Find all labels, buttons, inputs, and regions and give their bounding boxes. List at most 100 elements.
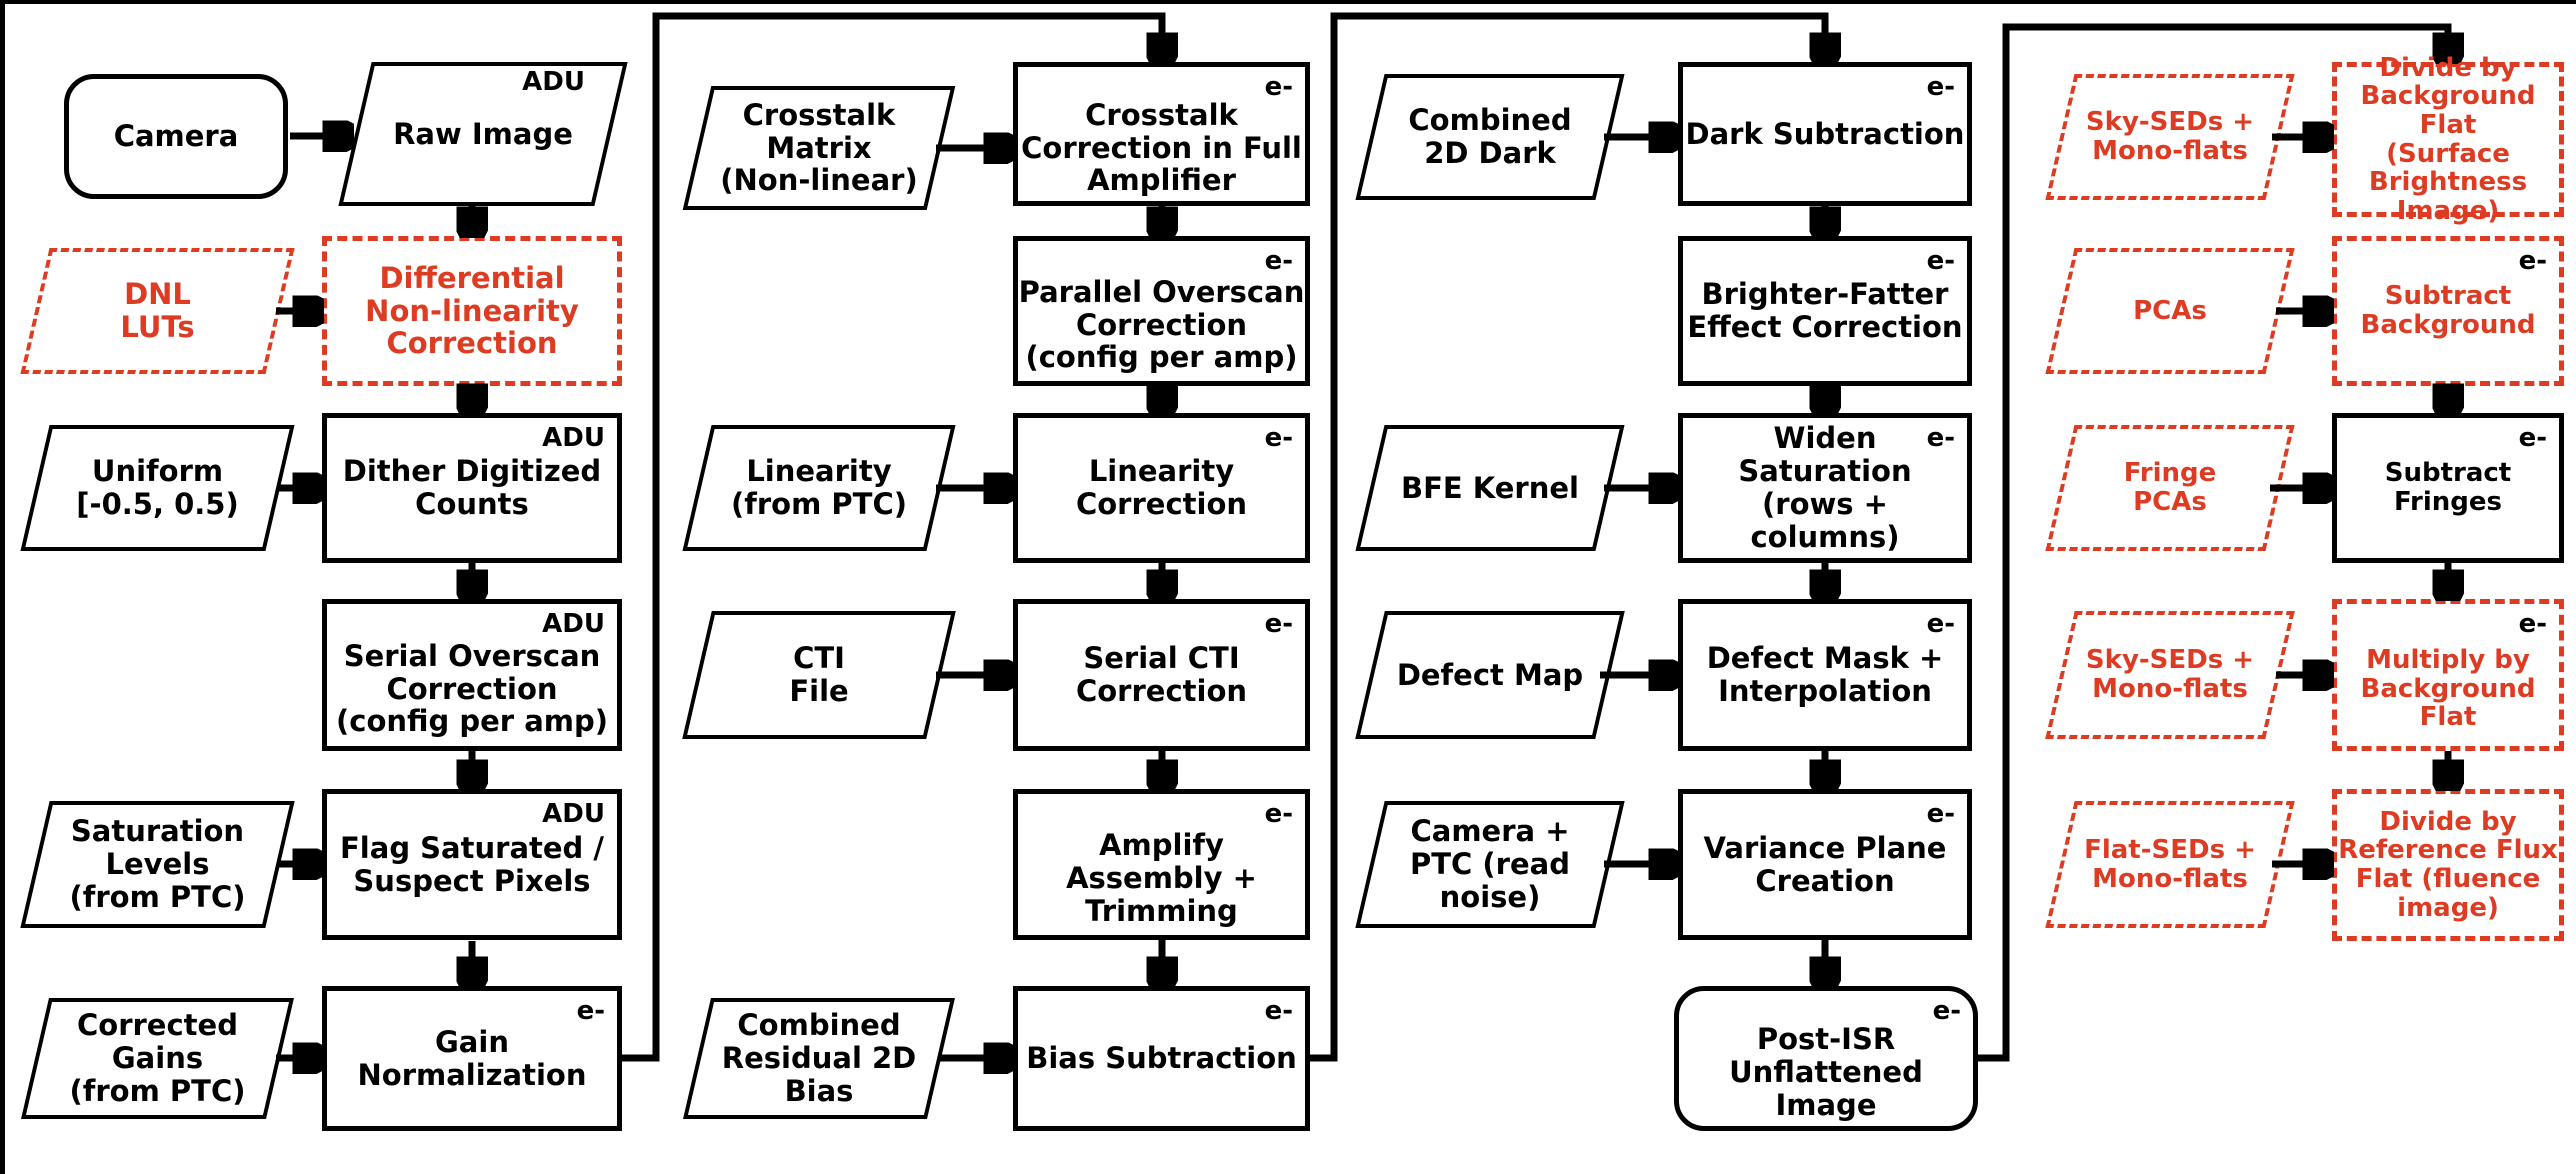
node-label: Widen Saturation (rows + columns) — [1738, 421, 1912, 554]
node-saturation-levels: Saturation Levels (from PTC) — [15, 801, 300, 928]
node-label: Dark Subtraction — [1685, 116, 1965, 151]
node-label: Raw Image — [393, 116, 573, 151]
node-crosstalk-matrix: Crosstalk Matrix (Non-linear) — [677, 86, 961, 210]
node-label: Saturation Levels (from PTC) — [69, 814, 246, 914]
node-label: Gain Normalization — [357, 1024, 587, 1092]
node-label: Serial Overscan Correction (config per a… — [336, 638, 608, 739]
node-flag-saturated-suspect-pixels: ADU Flag Saturated / Suspect Pixels — [322, 789, 622, 940]
node-label: Flag Saturated / Suspect Pixels — [340, 830, 604, 898]
node-multiply-by-background-flat: e- Multiply by Background Flat — [2332, 599, 2564, 751]
node-sky-seds-mono-flats-1: Sky-SEDs + Mono-flats — [2040, 74, 2300, 200]
node-dnl-luts: DNL LUTs — [15, 248, 300, 374]
node-defect-mask-interpolation: e- Defect Mask + Interpolation — [1678, 599, 1972, 751]
node-cti-file: CTI File — [677, 611, 961, 739]
unit-badge-electron: e- — [1264, 423, 1293, 453]
node-label: Flat-SEDs + Mono-flats — [2084, 834, 2256, 894]
node-label: CTI File — [789, 641, 849, 708]
screenshot-top-edge — [0, 0, 2576, 4]
unit-badge-adu: ADU — [542, 423, 605, 453]
node-sky-seds-mono-flats-2: Sky-SEDs + Mono-flats — [2040, 611, 2300, 739]
unit-badge-electron: e- — [2518, 609, 2547, 639]
node-label: PCAs — [2133, 295, 2207, 326]
node-label: Multiply by Background Flat — [2360, 645, 2536, 733]
node-label: Uniform [-0.5, 0.5) — [76, 454, 239, 521]
node-label: Subtract Background — [2360, 281, 2536, 340]
node-flat-seds-mono-flats: Flat-SEDs + Mono-flats — [2040, 801, 2300, 928]
node-linearity-input: Linearity (from PTC) — [677, 425, 961, 551]
unit-badge-electron: e- — [1926, 799, 1955, 829]
node-amplify-assembly-trimming: e- Amplify Assembly + Trimming — [1013, 789, 1310, 940]
node-combined-2d-dark: Combined 2D Dark — [1350, 74, 1630, 200]
node-label: Corrected Gains (from PTC) — [69, 1008, 246, 1108]
node-serial-overscan-correction: ADU Serial Overscan Correction (config p… — [322, 599, 622, 751]
node-subtract-background: e- Subtract Background — [2332, 236, 2564, 386]
node-label: Variance Plane Creation — [1703, 830, 1947, 898]
node-label: Crosstalk Correction in Full Amplifier — [1021, 97, 1302, 198]
node-divide-by-reference-flux-flat: Divide by Reference Flux Flat (fluence i… — [2332, 789, 2564, 941]
node-linearity-correction: e- Linearity Correction — [1013, 413, 1310, 563]
node-bfe-kernel: BFE Kernel — [1350, 425, 1630, 551]
node-label: BFE Kernel — [1400, 470, 1579, 505]
node-label: Fringe PCAs — [2123, 458, 2217, 517]
node-label: Camera — [113, 119, 239, 154]
node-label: Serial CTI Correction — [1075, 641, 1248, 708]
node-differential-nonlinearity-correction: Differential Non-linearity Correction — [322, 236, 622, 386]
node-crosstalk-correction: e- Crosstalk Correction in Full Amplifie… — [1013, 62, 1310, 206]
node-combined-residual-2d-bias: Combined Residual 2D Bias — [677, 998, 961, 1119]
unit-badge-electron: e- — [2518, 423, 2547, 453]
unit-badge-electron: e- — [1264, 996, 1293, 1026]
node-fringe-pcas: Fringe PCAs — [2040, 425, 2300, 551]
node-dither-digitized-counts: ADU Dither Digitized Counts — [322, 413, 622, 563]
node-divide-by-background-flat: Divide by Background Flat (Surface Brigh… — [2332, 52, 2564, 226]
node-label: Combined 2D Dark — [1408, 103, 1572, 170]
node-label: Post-ISR Unflattened Image — [1729, 1022, 1923, 1122]
node-label: Camera + PTC (read noise) — [1410, 814, 1570, 914]
node-variance-plane-creation: e- Variance Plane Creation — [1678, 789, 1972, 940]
node-corrected-gains: Corrected Gains (from PTC) — [15, 998, 300, 1119]
node-widen-saturation: e- Widen Saturation (rows + columns) — [1678, 413, 1972, 563]
node-label: Amplify Assembly + Trimming — [1066, 828, 1257, 928]
node-uniform-input: Uniform [-0.5, 0.5) — [15, 425, 300, 551]
node-subtract-fringes: e- Subtract Fringes — [2332, 413, 2564, 563]
unit-badge-electron: e- — [1926, 609, 1955, 639]
unit-badge-adu: ADU — [542, 799, 605, 829]
node-gain-normalization: e- Gain Normalization — [322, 986, 622, 1131]
unit-badge-adu: ADU — [542, 609, 605, 639]
node-label: Sky-SEDs + Mono-flats — [2085, 645, 2255, 704]
node-post-isr-unflattened-image: e- Post-ISR Unflattened Image — [1674, 986, 1978, 1131]
unit-badge-electron: e- — [1926, 423, 1955, 453]
node-label: Divide by Reference Flux Flat (fluence i… — [2338, 806, 2558, 923]
node-label: Divide by Background Flat (Surface Brigh… — [2360, 52, 2536, 226]
node-bias-subtraction: e- Bias Subtraction — [1013, 986, 1310, 1131]
screenshot-left-edge — [0, 0, 5, 1174]
node-defect-map: Defect Map — [1350, 611, 1630, 739]
unit-badge-electron: e- — [576, 996, 605, 1026]
unit-badge-electron: e- — [1264, 799, 1293, 829]
unit-badge-adu: ADU — [522, 67, 585, 97]
unit-badge-electron: e- — [1926, 72, 1955, 102]
unit-badge-electron: e- — [1932, 996, 1961, 1026]
node-label: Linearity (from PTC) — [731, 454, 907, 521]
node-label: Subtract Fringes — [2384, 458, 2512, 517]
node-label: Bias Subtraction — [1026, 1041, 1297, 1076]
node-label: Parallel Overscan Correction (config per… — [1018, 274, 1305, 375]
node-label: Linearity Correction — [1075, 454, 1248, 521]
node-label: Sky-SEDs + Mono-flats — [2085, 107, 2255, 166]
unit-badge-electron: e- — [1264, 246, 1293, 276]
node-serial-cti-correction: e- Serial CTI Correction — [1013, 599, 1310, 751]
node-dark-subtraction: e- Dark Subtraction — [1678, 62, 1972, 206]
node-label: Defect Mask + Interpolation — [1706, 641, 1944, 708]
node-label: Combined Residual 2D Bias — [721, 1008, 917, 1108]
node-pcas: PCAs — [2040, 248, 2300, 374]
node-label: Defect Map — [1396, 657, 1584, 692]
node-label: Brighter-Fatter Effect Correction — [1687, 277, 1963, 344]
unit-badge-electron: e- — [1264, 72, 1293, 102]
node-camera: Camera — [64, 74, 288, 199]
unit-badge-electron: e- — [1926, 246, 1955, 276]
node-camera-ptc-read-noise: Camera + PTC (read noise) — [1350, 801, 1630, 928]
node-raw-image: ADU Raw Image — [335, 62, 631, 206]
unit-badge-electron: e- — [1264, 609, 1293, 639]
unit-badge-electron: e- — [2518, 246, 2547, 276]
